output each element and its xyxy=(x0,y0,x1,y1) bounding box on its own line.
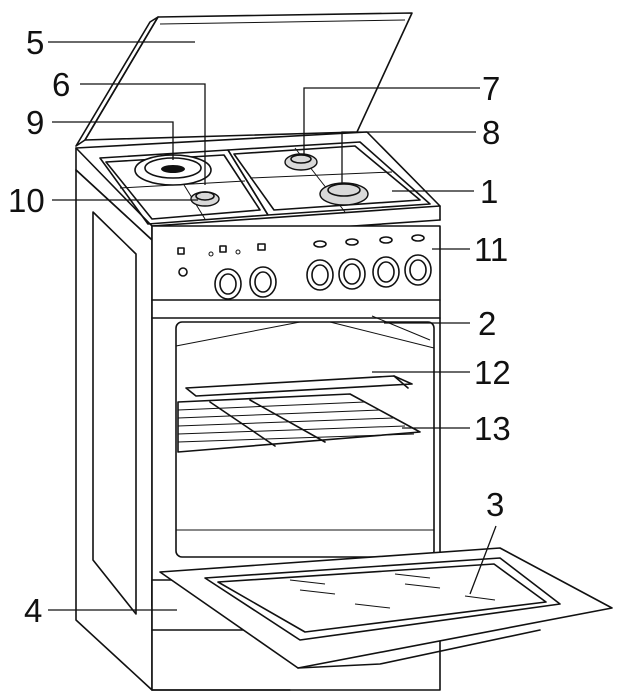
callout-5: 5 xyxy=(26,24,44,61)
knob-4 xyxy=(338,258,366,290)
oven-door xyxy=(159,547,613,669)
knob-6 xyxy=(404,254,432,286)
callout-8: 8 xyxy=(482,114,500,151)
knob-5 xyxy=(372,256,400,288)
burner-small-front-left xyxy=(190,191,220,207)
knob-1 xyxy=(214,268,242,300)
oven-lamp-area xyxy=(371,315,431,341)
lid xyxy=(75,12,413,147)
control-knobs xyxy=(214,234,432,300)
callout-labels: 5 6 9 10 7 8 1 11 2 12 13 3 4 xyxy=(8,24,511,629)
callout-2: 2 xyxy=(478,305,496,342)
burner-large-front-right xyxy=(319,182,369,206)
baking-tray xyxy=(185,375,413,397)
callout-1: 1 xyxy=(480,173,498,210)
knob-3 xyxy=(306,259,334,291)
callout-6: 6 xyxy=(52,66,70,103)
callout-12: 12 xyxy=(474,354,511,391)
callout-10: 10 xyxy=(8,182,45,219)
callout-9: 9 xyxy=(26,104,44,141)
callout-4: 4 xyxy=(24,592,42,629)
knob-2 xyxy=(249,266,277,298)
oven-cavity xyxy=(175,321,435,558)
leader-lines xyxy=(48,41,497,611)
callout-3: 3 xyxy=(486,486,504,523)
callout-13: 13 xyxy=(474,410,511,447)
oven-rack xyxy=(177,393,421,453)
control-panel xyxy=(177,243,266,277)
burner-back-right xyxy=(284,153,318,171)
callout-7: 7 xyxy=(482,70,500,107)
callout-11: 11 xyxy=(474,231,508,268)
